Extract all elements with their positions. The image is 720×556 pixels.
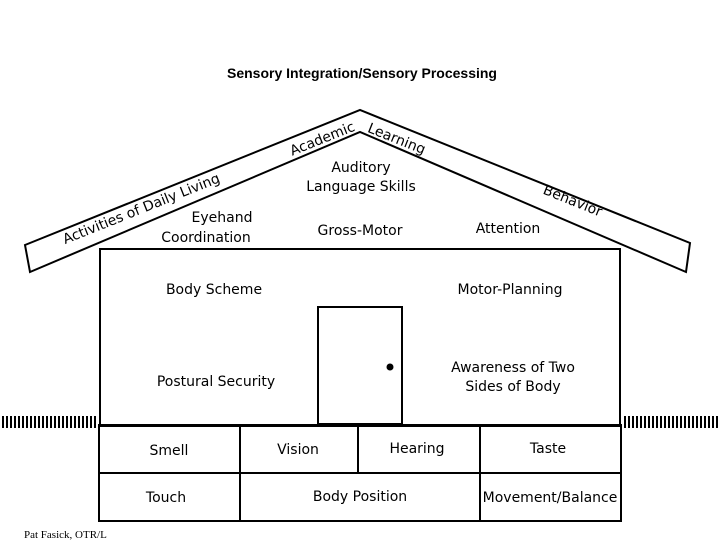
ground-tick bbox=[58, 416, 60, 428]
ground-tick bbox=[10, 416, 12, 428]
ground-tick bbox=[22, 416, 24, 428]
ground-tick bbox=[688, 416, 690, 428]
ground-tick bbox=[74, 416, 76, 428]
ground-tick bbox=[692, 416, 694, 428]
ground-tick bbox=[34, 416, 36, 428]
ground-tick bbox=[26, 416, 28, 428]
label-awareness: Awareness of Two bbox=[451, 360, 575, 376]
label-hearing: Hearing bbox=[389, 441, 444, 457]
ground-tick bbox=[70, 416, 72, 428]
label-auditory: Auditory bbox=[331, 160, 390, 176]
ground-tick bbox=[640, 416, 642, 428]
ground-tick bbox=[14, 416, 16, 428]
ground-line-right bbox=[624, 416, 718, 428]
ground-tick bbox=[712, 416, 714, 428]
ground-tick bbox=[696, 416, 698, 428]
ground-tick bbox=[50, 416, 52, 428]
ground-tick bbox=[2, 416, 4, 428]
label-smell: Smell bbox=[150, 443, 189, 459]
ground-tick bbox=[62, 416, 64, 428]
ground-tick bbox=[94, 416, 96, 428]
ground-tick bbox=[684, 416, 686, 428]
label-postural-security: Postural Security bbox=[157, 374, 275, 390]
ground-tick bbox=[624, 416, 626, 428]
ground-tick bbox=[30, 416, 32, 428]
ground-tick bbox=[676, 416, 678, 428]
ground-tick bbox=[644, 416, 646, 428]
ground-tick bbox=[628, 416, 630, 428]
ground-tick bbox=[708, 416, 710, 428]
ground-tick bbox=[664, 416, 666, 428]
label-movement-balance: Movement/Balance bbox=[483, 490, 618, 506]
ground-tick bbox=[700, 416, 702, 428]
ground-tick bbox=[86, 416, 88, 428]
label-vision: Vision bbox=[277, 442, 319, 458]
ground-tick bbox=[656, 416, 658, 428]
label-gross-motor: Gross-Motor bbox=[318, 223, 403, 239]
ground-tick bbox=[648, 416, 650, 428]
label-eyehand: Eyehand bbox=[192, 210, 253, 226]
label-touch: Touch bbox=[145, 490, 186, 506]
ground-tick bbox=[680, 416, 682, 428]
diagram-title: Sensory Integration/Sensory Processing bbox=[227, 65, 497, 81]
ground-tick bbox=[6, 416, 8, 428]
label-attention: Attention bbox=[476, 221, 541, 237]
ground-tick bbox=[652, 416, 654, 428]
ground-tick bbox=[78, 416, 80, 428]
label-motor-planning: Motor-Planning bbox=[458, 282, 563, 298]
ground-tick bbox=[636, 416, 638, 428]
ground-tick bbox=[668, 416, 670, 428]
ground-tick bbox=[54, 416, 56, 428]
label-language-skills: Language Skills bbox=[306, 179, 416, 195]
ground-tick bbox=[716, 416, 718, 428]
author-credit: Pat Fasick, OTR/L bbox=[24, 529, 107, 541]
label-body-position: Body Position bbox=[313, 489, 407, 505]
ground-tick bbox=[660, 416, 662, 428]
ground-tick bbox=[66, 416, 68, 428]
ground-tick bbox=[82, 416, 84, 428]
ground-tick bbox=[46, 416, 48, 428]
ground-tick bbox=[704, 416, 706, 428]
ground-tick bbox=[90, 416, 92, 428]
ground-line-left bbox=[2, 416, 96, 428]
label-sides-of-body: Sides of Body bbox=[465, 379, 560, 395]
label-body-scheme: Body Scheme bbox=[166, 282, 262, 298]
roof bbox=[23, 108, 692, 274]
label-coordination: Coordination bbox=[161, 230, 250, 246]
label-taste: Taste bbox=[529, 441, 566, 457]
ground-tick bbox=[632, 416, 634, 428]
ground-tick bbox=[38, 416, 40, 428]
ground-tick bbox=[18, 416, 20, 428]
ground-tick bbox=[42, 416, 44, 428]
door-knob-icon bbox=[386, 363, 394, 371]
ground-tick bbox=[672, 416, 674, 428]
